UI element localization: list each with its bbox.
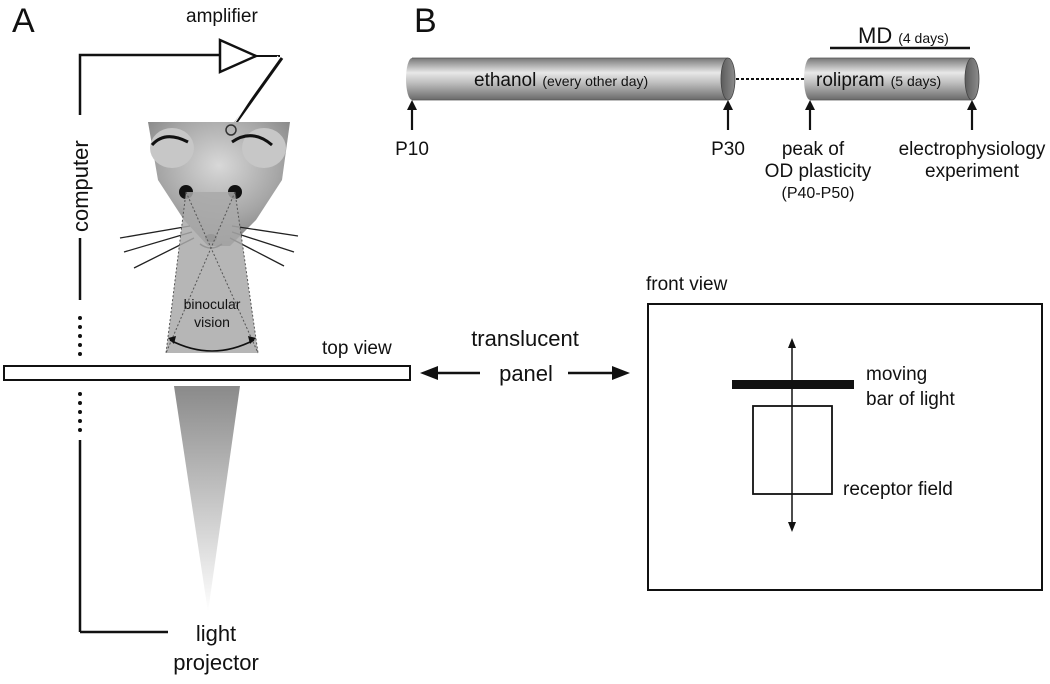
peak-label-line3: (P40-P50) <box>782 185 855 202</box>
binocular-arc <box>169 339 255 352</box>
md-label: MD(4 days) <box>858 23 949 48</box>
timeline-arrows <box>407 100 977 130</box>
translucent-label-line1: translucent <box>471 326 579 351</box>
moving-label-line2: bar of light <box>866 389 955 410</box>
light-label-line2: projector <box>173 650 259 675</box>
ephys-label-line1: electrophysiology <box>899 139 1046 160</box>
computer-wire <box>78 53 220 634</box>
ethanol-cylinder <box>406 57 736 101</box>
receptor-label: receptor field <box>843 479 953 500</box>
binocular-label-line2: vision <box>194 314 230 330</box>
light-label-line1: light <box>196 621 236 646</box>
rolipram-cylinder <box>804 57 980 101</box>
electrode-icon <box>230 57 284 129</box>
moving-label-line1: moving <box>866 364 927 385</box>
p10-label: P10 <box>395 139 429 160</box>
wire-dots <box>78 316 82 432</box>
ethanol-label: ethanol(every other day) <box>474 70 648 91</box>
p30-label: P30 <box>711 139 745 160</box>
computer-label: computer <box>68 140 93 232</box>
panel-a-letter: A <box>12 2 35 40</box>
peak-label-line1: peak of <box>782 139 845 160</box>
ephys-label-line2: experiment <box>925 161 1020 182</box>
peak-label-line2: OD plasticity <box>765 161 872 182</box>
amplifier-icon <box>218 38 260 74</box>
visual-field <box>165 191 259 354</box>
translucent-label-line2: panel <box>499 361 553 386</box>
front-view-title: front view <box>646 274 728 295</box>
moving-light-bar <box>732 380 854 389</box>
front-view-frame <box>647 303 1043 591</box>
light-cone <box>174 386 240 612</box>
double-arrow-icon <box>420 366 630 380</box>
rolipram-label: rolipram(5 days) <box>816 70 941 91</box>
top-view-label: top view <box>322 338 392 359</box>
translucent-panel-bar <box>3 365 411 381</box>
binocular-label-line1: binocular <box>184 296 241 312</box>
vertical-arrow-icon <box>788 338 796 532</box>
panel-b-letter: B <box>414 2 437 40</box>
amplifier-label: amplifier <box>186 6 258 27</box>
